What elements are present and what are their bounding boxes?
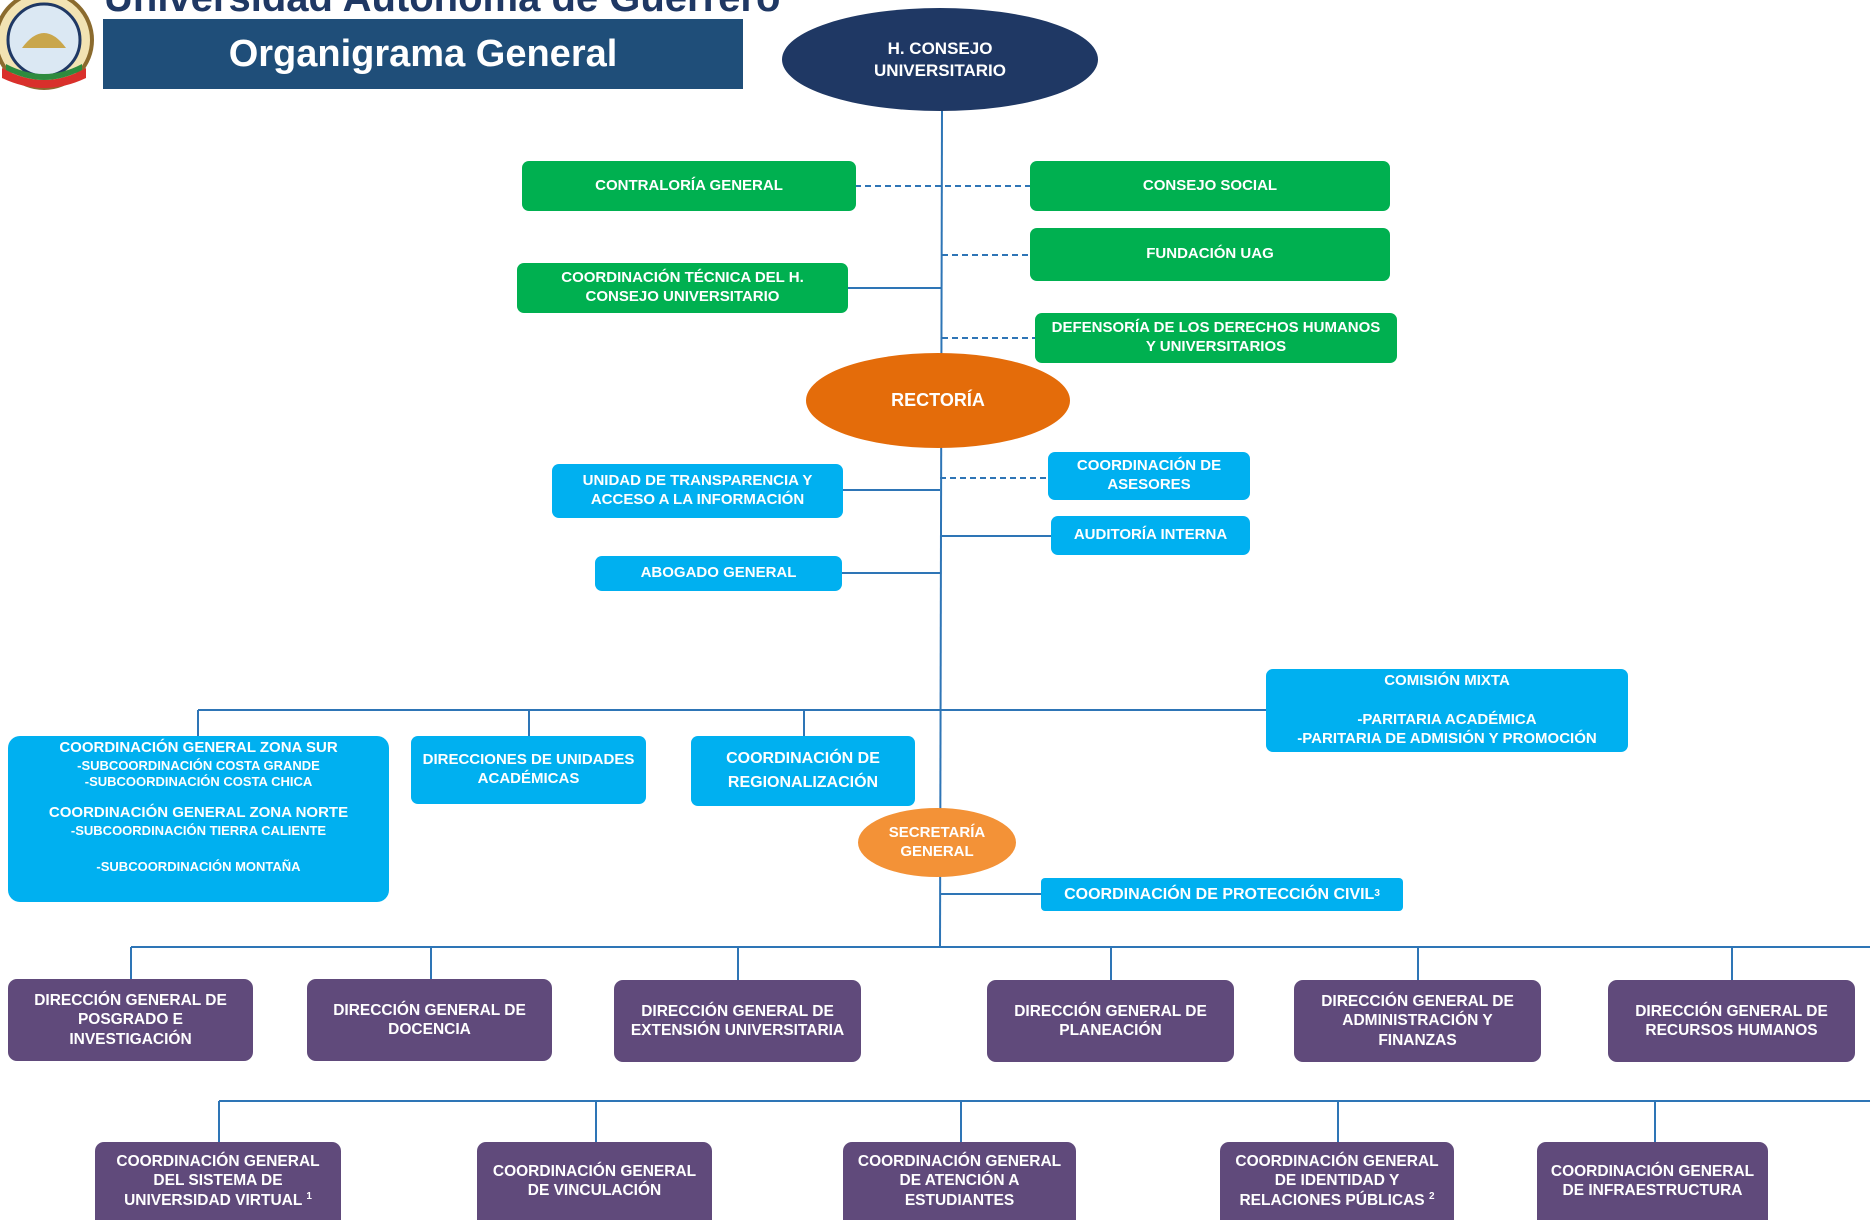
node-label: ACADÉMICAS xyxy=(477,770,580,787)
node-label: ESTUDIANTES xyxy=(904,1191,1015,1209)
direccion-planeacion-node: DIRECCIÓN GENERAL DE PLANEACIÓN xyxy=(987,980,1234,1062)
node-label: DIRECCIÓN GENERAL DE xyxy=(333,1001,526,1019)
node-label: COORDINACIÓN GENERAL xyxy=(1235,1152,1439,1170)
coordinacion-identidad-node: COORDINACIÓN GENERAL DE IDENTIDAD Y RELA… xyxy=(1220,1142,1454,1220)
regionalizacion-node: COORDINACIÓN DE REGIONALIZACIÓN xyxy=(691,736,915,806)
node-label: EXTENSIÓN UNIVERSITARIA xyxy=(630,1022,845,1039)
node-label: COORDINACIÓN GENERAL ZONA SUR xyxy=(59,739,338,756)
coordinacion-infraestructura-node: COORDINACIÓN GENERAL DE INFRAESTRUCTURA xyxy=(1537,1142,1768,1220)
comision-mixta-node: COMISIÓN MIXTA -PARITARIA ACADÉMICA -PAR… xyxy=(1266,669,1628,752)
node-label: COORDINACIÓN GENERAL xyxy=(492,1162,697,1180)
node-label: UNIVERSIDAD VIRTUAL xyxy=(124,1191,303,1209)
node-label: COORDINACIÓN GENERAL xyxy=(1550,1162,1755,1180)
consejo-universitario-node: H. CONSEJO UNIVERSITARIO xyxy=(782,8,1098,111)
node-label: DIRECCIÓN GENERAL DE xyxy=(1635,1002,1828,1020)
node-label: CONTRALORÍA GENERAL xyxy=(595,176,783,194)
university-name: Universidad Autónoma de Guerrero xyxy=(104,0,780,21)
direccion-docencia-node: DIRECCIÓN GENERAL DE DOCENCIA xyxy=(307,979,552,1061)
node-label: COORDINACIÓN GENERAL xyxy=(116,1152,320,1170)
node-label: DEL SISTEMA DE xyxy=(153,1172,283,1190)
node-label: RELACIONES PÚBLICAS xyxy=(1239,1191,1425,1209)
node-label: COORDINACIÓN TÉCNICA DEL H. xyxy=(561,269,804,287)
node-label: DE IDENTIDAD Y xyxy=(1274,1172,1400,1190)
node-label: -PARITARIA DE ADMISIÓN Y PROMOCIÓN xyxy=(1297,729,1597,747)
consejo-social-node: CONSEJO SOCIAL xyxy=(1030,161,1390,211)
node-label: -PARITARIA ACADÉMICA xyxy=(1357,710,1537,728)
node-label: DIRECCIÓN GENERAL DE xyxy=(34,991,227,1009)
node-label: ADMINISTRACIÓN Y xyxy=(1342,1012,1493,1030)
contraloria-node: CONTRALORÍA GENERAL xyxy=(522,161,856,211)
node-label: COORDINACIÓN DE PROTECCIÓN CIVIL xyxy=(1064,885,1375,903)
node-label: REGIONALIZACIÓN xyxy=(727,774,879,791)
university-seal-logo xyxy=(0,0,94,90)
coordinacion-tecnica-node: COORDINACIÓN TÉCNICA DEL H. CONSEJO UNIV… xyxy=(517,263,848,313)
node-label: GENERAL xyxy=(900,842,974,860)
node-label: UNIDAD DE TRANSPARENCIA Y xyxy=(582,472,813,490)
node-label: COORDINACIÓN GENERAL xyxy=(857,1152,1062,1170)
node-label: CONSEJO SOCIAL xyxy=(1142,176,1278,194)
node-label: COORDINACIÓN DE xyxy=(726,750,880,767)
node-label: -SUBCOORDINACIÓN COSTA CHICA xyxy=(84,774,313,789)
node-label: DIRECCIÓN GENERAL DE xyxy=(1321,992,1514,1010)
footnote-marker: 3 xyxy=(1374,888,1380,900)
node-label: CONSEJO UNIVERSITARIO xyxy=(585,288,780,305)
node-label: INVESTIGACIÓN xyxy=(69,1030,192,1048)
node-label: ASESORES xyxy=(1107,476,1191,493)
transparencia-node: UNIDAD DE TRANSPARENCIA Y ACCESO A LA IN… xyxy=(552,464,843,518)
node-label: POSGRADO E xyxy=(77,1011,184,1029)
node-label: DE INFRAESTRUCTURA xyxy=(1562,1182,1743,1199)
auditoria-node: AUDITORÍA INTERNA xyxy=(1051,516,1250,555)
node-label: COORDINACIÓN GENERAL ZONA NORTE xyxy=(48,804,349,822)
node-label: -SUBCOORDINACIÓN TIERRA CALIENTE xyxy=(70,823,327,838)
node-label: H. CONSEJO xyxy=(887,39,993,59)
footnote-marker: 2 xyxy=(1428,1190,1435,1202)
node-label: -SUBCOORDINACIÓN COSTA GRANDE xyxy=(77,757,320,773)
direccion-recursos-humanos-node: DIRECCIÓN GENERAL DE RECURSOS HUMANOS xyxy=(1608,980,1855,1062)
direccion-posgrado-node: DIRECCIÓN GENERAL DE POSGRADO E INVESTIG… xyxy=(8,979,253,1061)
node-label: DIRECCIÓN GENERAL DE xyxy=(641,1002,834,1020)
direcciones-unidades-node: DIRECCIONES DE UNIDADES ACADÉMICAS xyxy=(411,736,646,804)
node-label: RECURSOS HUMANOS xyxy=(1645,1022,1818,1039)
coordinacion-universidad-virtual-node: COORDINACIÓN GENERAL DEL SISTEMA DE UNIV… xyxy=(95,1142,341,1220)
node-label: ABOGADO GENERAL xyxy=(640,564,797,582)
node-label: COORDINACIÓN DE xyxy=(1076,457,1222,475)
node-label: DIRECCIÓN GENERAL DE xyxy=(1014,1002,1207,1020)
fundacion-node: FUNDACIÓN UAG xyxy=(1030,228,1390,281)
coordinacion-atencion-estudiantes-node: COORDINACIÓN GENERAL DE ATENCIÓN A ESTUD… xyxy=(843,1142,1076,1220)
node-label: DE VINCULACIÓN xyxy=(527,1182,662,1199)
node-label: UNIVERSITARIO xyxy=(874,60,1006,80)
direccion-extension-node: DIRECCIÓN GENERAL DE EXTENSIÓN UNIVERSIT… xyxy=(614,980,861,1062)
secretaria-general-node: SECRETARÍA GENERAL xyxy=(858,808,1016,877)
defensoria-node: DEFENSORÍA DE LOS DERECHOS HUMANOS Y UNI… xyxy=(1035,313,1397,363)
node-label: DEFENSORÍA DE LOS DERECHOS HUMANOS xyxy=(1051,319,1381,337)
rectoria-node: RECTORÍA xyxy=(806,353,1070,448)
node-label: PLANEACIÓN xyxy=(1059,1022,1162,1039)
node-label: FINANZAS xyxy=(1378,1031,1457,1049)
node-label: AUDITORÍA INTERNA xyxy=(1073,526,1228,544)
node-label: Y UNIVERSITARIOS xyxy=(1145,338,1287,355)
coordinacion-vinculacion-node: COORDINACIÓN GENERAL DE VINCULACIÓN xyxy=(477,1142,712,1220)
node-label: ACCESO A LA INFORMACIÓN xyxy=(590,491,805,508)
footnote-marker: 1 xyxy=(306,1190,312,1202)
node-label: DOCENCIA xyxy=(388,1021,471,1038)
node-label: RECTORÍA xyxy=(891,390,985,411)
abogado-node: ABOGADO GENERAL xyxy=(595,556,842,591)
node-label: SECRETARÍA xyxy=(888,823,986,841)
node-label: FUNDACIÓN UAG xyxy=(1146,245,1274,263)
node-label: DE ATENCIÓN A xyxy=(899,1172,1020,1190)
node-label: COMISIÓN MIXTA xyxy=(1384,672,1510,689)
node-label: -SUBCOORDINACIÓN MONTAÑA xyxy=(96,859,301,875)
asesores-node: COORDINACIÓN DE ASESORES xyxy=(1048,452,1250,500)
zonas-node: COORDINACIÓN GENERAL ZONA SUR -SUBCOORDI… xyxy=(8,736,389,902)
node-label: DIRECCIONES DE UNIDADES xyxy=(422,751,635,769)
direccion-administracion-node: DIRECCIÓN GENERAL DE ADMINISTRACIÓN Y FI… xyxy=(1294,980,1541,1062)
page-title: Organigrama General xyxy=(103,19,743,89)
